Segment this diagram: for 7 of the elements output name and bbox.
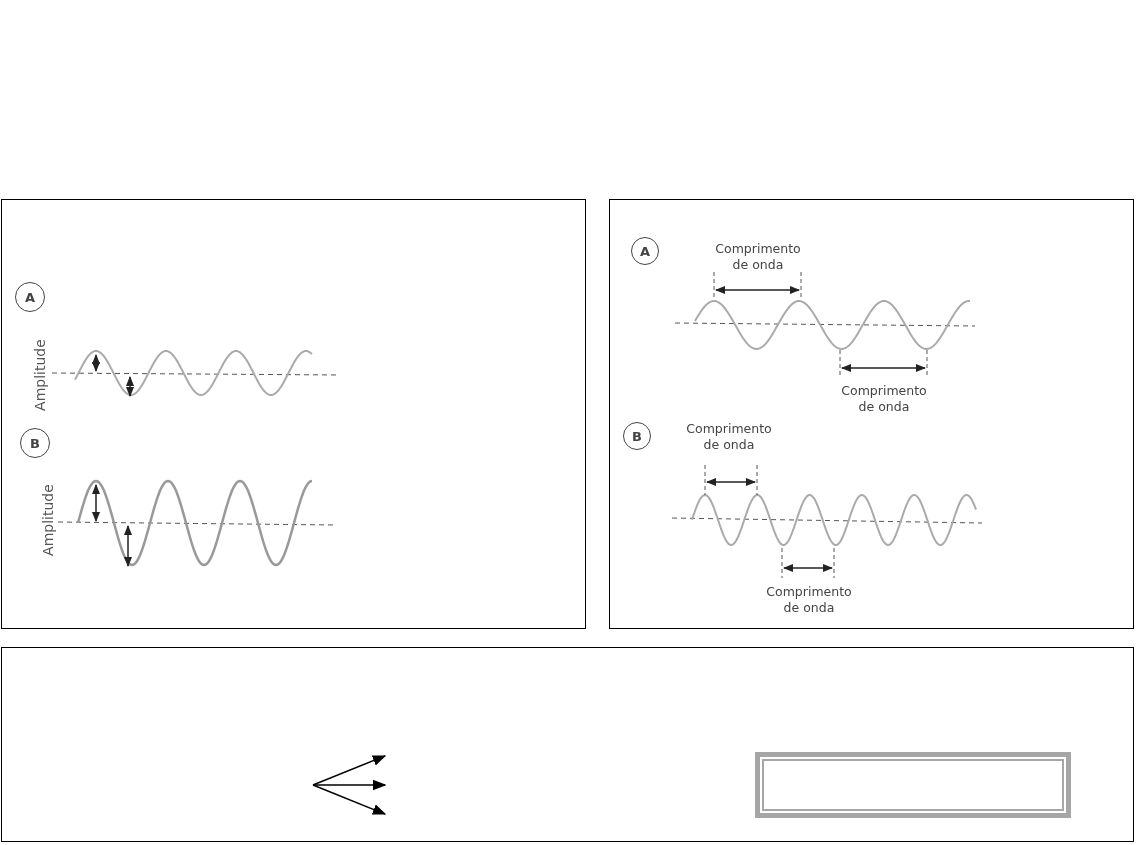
axis-label: Amplitude [41, 483, 55, 558]
axis-label: Amplitude [33, 338, 47, 413]
dimension-label: Comprimento de onda [765, 584, 853, 617]
dimension-label: Comprimento de onda [685, 421, 773, 454]
dimension-label: Comprimento de onda [840, 383, 928, 416]
dimension-label: Comprimento de onda [714, 241, 802, 274]
answer-box [755, 752, 1071, 818]
